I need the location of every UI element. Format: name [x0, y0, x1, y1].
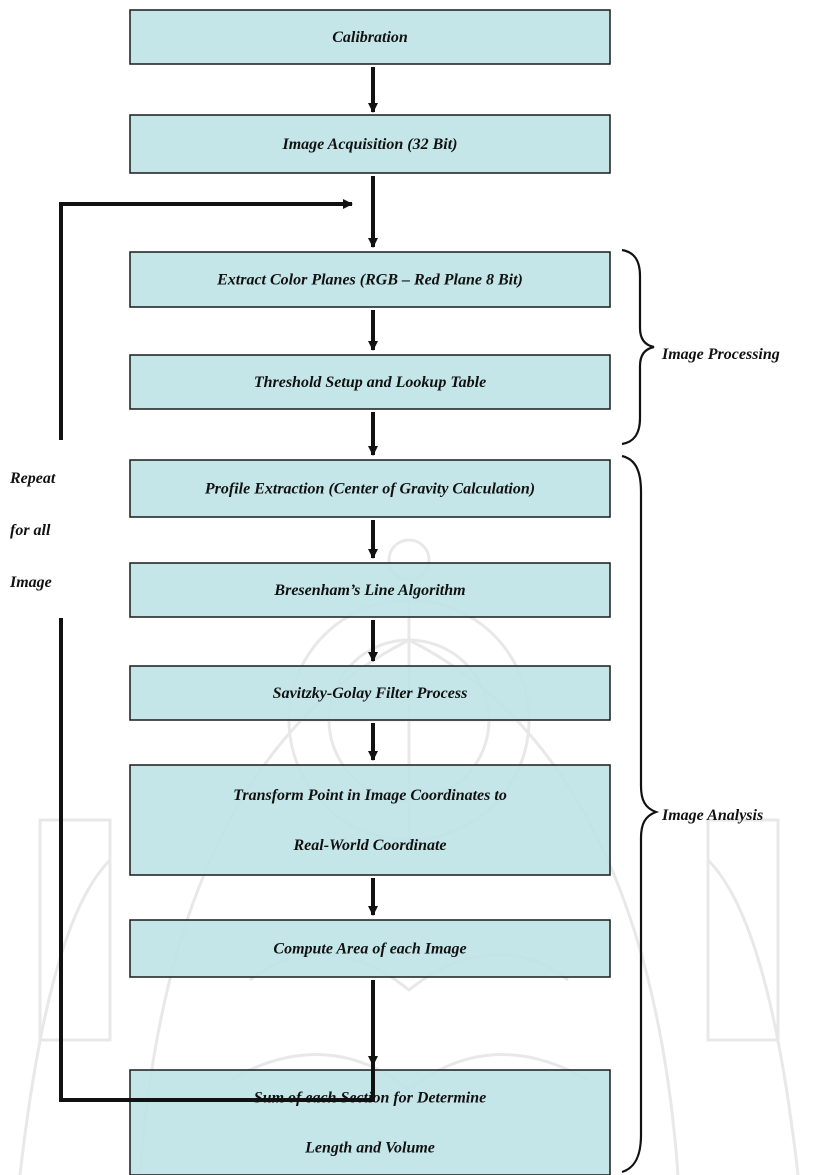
process-box: [129, 459, 611, 518]
process-step-5: Profile Extraction (Center of Gravity Ca…: [129, 459, 611, 518]
process-step-label: Calibration: [332, 29, 408, 46]
process-step-3: Extract Color Planes (RGB – Red Plane 8 …: [129, 251, 611, 308]
process-box: [129, 665, 611, 721]
image-analysis-label: Image Analysis: [661, 807, 763, 824]
process-step-10: Sum of each Section for DetermineLength …: [129, 1069, 611, 1175]
process-box: [129, 919, 611, 978]
process-box: [129, 354, 611, 410]
process-step-label: Bresenham’s Line Algorithm: [273, 582, 465, 599]
process-step-label: Savitzky-Golay Filter Process: [273, 685, 468, 702]
process-step-label: Compute Area of each Image: [273, 941, 466, 958]
process-step-label: Transform Point in Image Coordinates to: [233, 787, 507, 804]
process-step-6: Bresenham’s Line Algorithm: [129, 562, 611, 618]
process-box: [129, 764, 611, 876]
loop-label-line-3: Image: [9, 574, 52, 591]
process-step-1: Calibration: [129, 9, 611, 65]
image-processing-brace: [621, 248, 655, 446]
process-box: [129, 562, 611, 618]
process-step-label: Length and Volume: [304, 1140, 435, 1157]
process-step-label: Extract Color Planes (RGB – Red Plane 8 …: [216, 272, 523, 289]
process-step-label: Profile Extraction (Center of Gravity Ca…: [204, 481, 535, 498]
process-step-8: Transform Point in Image Coordinates to R…: [129, 764, 611, 876]
process-step-9: Compute Area of each Image: [129, 919, 611, 978]
process-step-label: Threshold Setup and Lookup Table: [254, 374, 486, 391]
image-analysis-brace: [621, 454, 660, 1174]
loop-label-line-1: Repeat: [9, 470, 56, 487]
process-box: [129, 251, 611, 308]
process-step-2: Image Acquisition (32 Bit): [129, 114, 611, 174]
process-step-7: Savitzky-Golay Filter Process: [129, 665, 611, 721]
loop-label-line-2: for all: [10, 522, 51, 539]
loop-top-line: [59, 199, 353, 440]
process-step-label: Image Acquisition (32 Bit): [282, 136, 458, 153]
loop-connector: [59, 199, 375, 1102]
process-step-label: Real-World Coordinate: [292, 837, 446, 854]
loop-return-line: [59, 618, 375, 1102]
image-processing-label: Image Processing: [661, 346, 780, 363]
process-box: [129, 114, 611, 174]
process-step-4: Threshold Setup and Lookup Table: [129, 354, 611, 410]
process-box: [129, 1069, 611, 1175]
process-box: [129, 9, 611, 65]
